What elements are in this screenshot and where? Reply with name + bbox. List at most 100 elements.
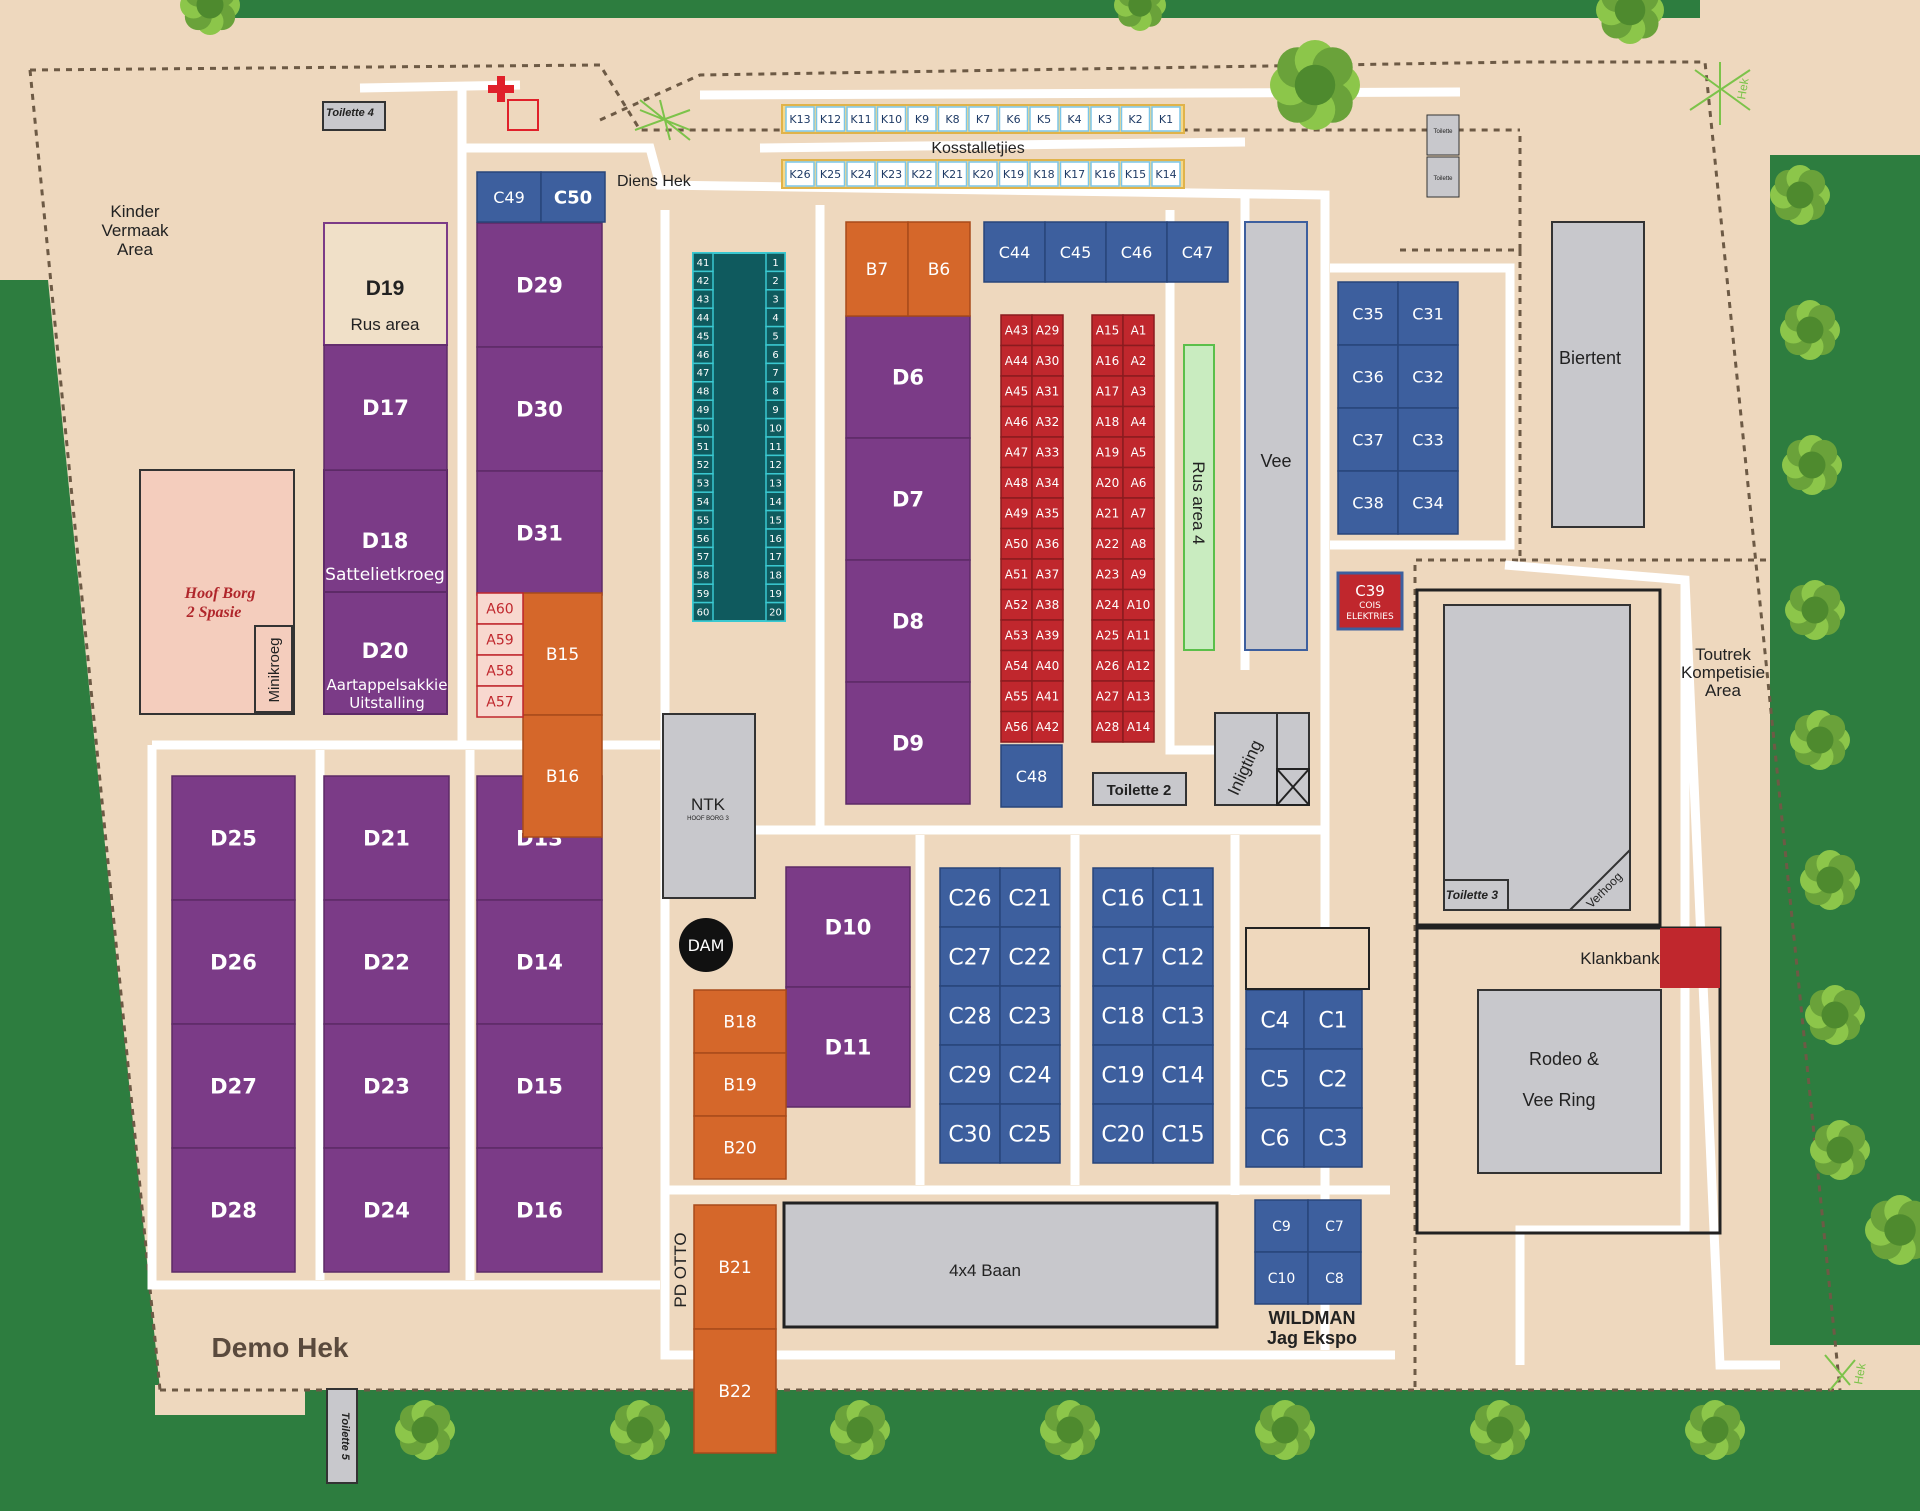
stand-c23[interactable]	[999, 985, 1061, 1046]
stand-d29[interactable]	[476, 222, 603, 348]
k-stall-k21[interactable]	[937, 161, 968, 187]
k-stall-k7[interactable]	[968, 106, 998, 132]
toilette-4[interactable]	[322, 101, 386, 131]
stand-d19[interactable]	[323, 222, 448, 346]
stand-a3[interactable]	[1122, 375, 1155, 408]
stand-c47[interactable]	[1166, 221, 1229, 283]
stand-c7[interactable]	[1307, 1199, 1362, 1253]
stand-b22[interactable]	[693, 1328, 777, 1454]
biertent-area[interactable]	[1551, 221, 1645, 528]
empty-stand-box[interactable]	[1245, 927, 1370, 990]
stand-a2[interactable]	[1122, 344, 1155, 377]
stand-d9[interactable]	[845, 681, 971, 805]
stand-c25[interactable]	[999, 1103, 1061, 1164]
verhoog-area[interactable]	[1443, 604, 1631, 911]
stand-d26[interactable]	[171, 899, 296, 1025]
stand-d27[interactable]	[171, 1023, 296, 1149]
stand-b16[interactable]	[522, 714, 603, 838]
k-stall-k11[interactable]	[846, 106, 876, 132]
stand-a13[interactable]	[1122, 680, 1155, 713]
stand-d11[interactable]	[785, 986, 911, 1108]
stand-c2[interactable]	[1303, 1048, 1363, 1109]
k-stall-k10[interactable]	[876, 106, 907, 132]
stand-a14[interactable]	[1122, 710, 1155, 743]
stand-a48[interactable]	[1000, 466, 1033, 499]
stand-d8[interactable]	[845, 559, 971, 683]
toilette-3[interactable]	[1443, 879, 1509, 911]
k-stall-k22[interactable]	[907, 161, 937, 187]
stand-c17[interactable]	[1092, 926, 1154, 987]
stand-d31[interactable]	[476, 470, 603, 596]
stand-c37[interactable]	[1337, 407, 1399, 472]
stand-c22[interactable]	[999, 926, 1061, 987]
stand-c36[interactable]	[1337, 344, 1399, 409]
stand-a34[interactable]	[1031, 466, 1064, 499]
stand-d7[interactable]	[845, 437, 971, 561]
stand-a19[interactable]	[1091, 436, 1124, 469]
rodeo-area[interactable]	[1477, 989, 1662, 1174]
rus-area-4[interactable]	[1183, 344, 1215, 651]
stand-c31[interactable]	[1397, 281, 1459, 346]
stand-a24[interactable]	[1091, 588, 1124, 621]
k-stall-k14[interactable]	[1151, 161, 1181, 187]
k-stall-k16[interactable]	[1090, 161, 1120, 187]
stand-a31[interactable]	[1031, 375, 1064, 408]
stand-c3[interactable]	[1303, 1107, 1363, 1168]
inligting-area[interactable]	[1214, 712, 1310, 806]
stand-c11[interactable]	[1152, 867, 1214, 928]
stand-c33[interactable]	[1397, 407, 1459, 472]
stand-b6[interactable]	[907, 221, 971, 317]
stand-d22[interactable]	[323, 899, 450, 1025]
stand-a27[interactable]	[1091, 680, 1124, 713]
k-stall-k23[interactable]	[876, 161, 907, 187]
dam-area[interactable]	[679, 918, 733, 972]
stand-a51[interactable]	[1000, 558, 1033, 591]
stand-c4[interactable]	[1245, 989, 1305, 1050]
stand-20[interactable]	[765, 601, 786, 622]
stand-c20[interactable]	[1092, 1103, 1154, 1164]
stand-d28[interactable]	[171, 1147, 296, 1273]
k-stall-k24[interactable]	[846, 161, 876, 187]
stand-c8[interactable]	[1307, 1251, 1362, 1305]
stand-a53[interactable]	[1000, 619, 1033, 652]
stand-d10[interactable]	[785, 866, 911, 988]
stand-d17[interactable]	[323, 344, 448, 471]
vee-area[interactable]	[1244, 221, 1308, 651]
stand-c29[interactable]	[939, 1044, 1001, 1105]
k-stall-k13[interactable]	[785, 106, 815, 132]
stand-b20[interactable]	[693, 1115, 787, 1180]
stand-d30[interactable]	[476, 346, 603, 472]
stand-d23[interactable]	[323, 1023, 450, 1149]
ntk-area[interactable]	[662, 713, 756, 899]
stand-a42[interactable]	[1031, 710, 1064, 743]
stand-c21[interactable]	[999, 867, 1061, 928]
stand-c19[interactable]	[1092, 1044, 1154, 1105]
stand-a41[interactable]	[1031, 680, 1064, 713]
k-stall-k26[interactable]	[785, 161, 815, 187]
k-stall-k3[interactable]	[1090, 106, 1120, 132]
stand-d20[interactable]	[323, 591, 448, 715]
stand-a8[interactable]	[1122, 527, 1155, 560]
stand-d14[interactable]	[476, 899, 603, 1025]
k-stall-k12[interactable]	[815, 106, 846, 132]
stand-d15[interactable]	[476, 1023, 603, 1149]
baan-4x4[interactable]	[782, 1201, 1219, 1329]
stand-c9[interactable]	[1254, 1199, 1309, 1253]
stand-d21[interactable]	[323, 775, 450, 901]
stand-a5[interactable]	[1122, 436, 1155, 469]
stand-c46[interactable]	[1105, 221, 1168, 283]
stand-b21[interactable]	[693, 1204, 777, 1330]
k-stall-k25[interactable]	[815, 161, 846, 187]
stand-c14[interactable]	[1152, 1044, 1214, 1105]
k-stall-k2[interactable]	[1120, 106, 1151, 132]
toilette-block-bottom[interactable]	[1426, 156, 1460, 198]
k-stall-k17[interactable]	[1059, 161, 1090, 187]
stand-a7[interactable]	[1122, 497, 1155, 530]
k-stall-k8[interactable]	[937, 106, 968, 132]
stand-c5[interactable]	[1245, 1048, 1305, 1109]
k-stall-k19[interactable]	[998, 161, 1029, 187]
k-stall-k20[interactable]	[968, 161, 998, 187]
stand-c15[interactable]	[1152, 1103, 1214, 1164]
stand-c16[interactable]	[1092, 867, 1154, 928]
k-stall-k5[interactable]	[1029, 106, 1059, 132]
